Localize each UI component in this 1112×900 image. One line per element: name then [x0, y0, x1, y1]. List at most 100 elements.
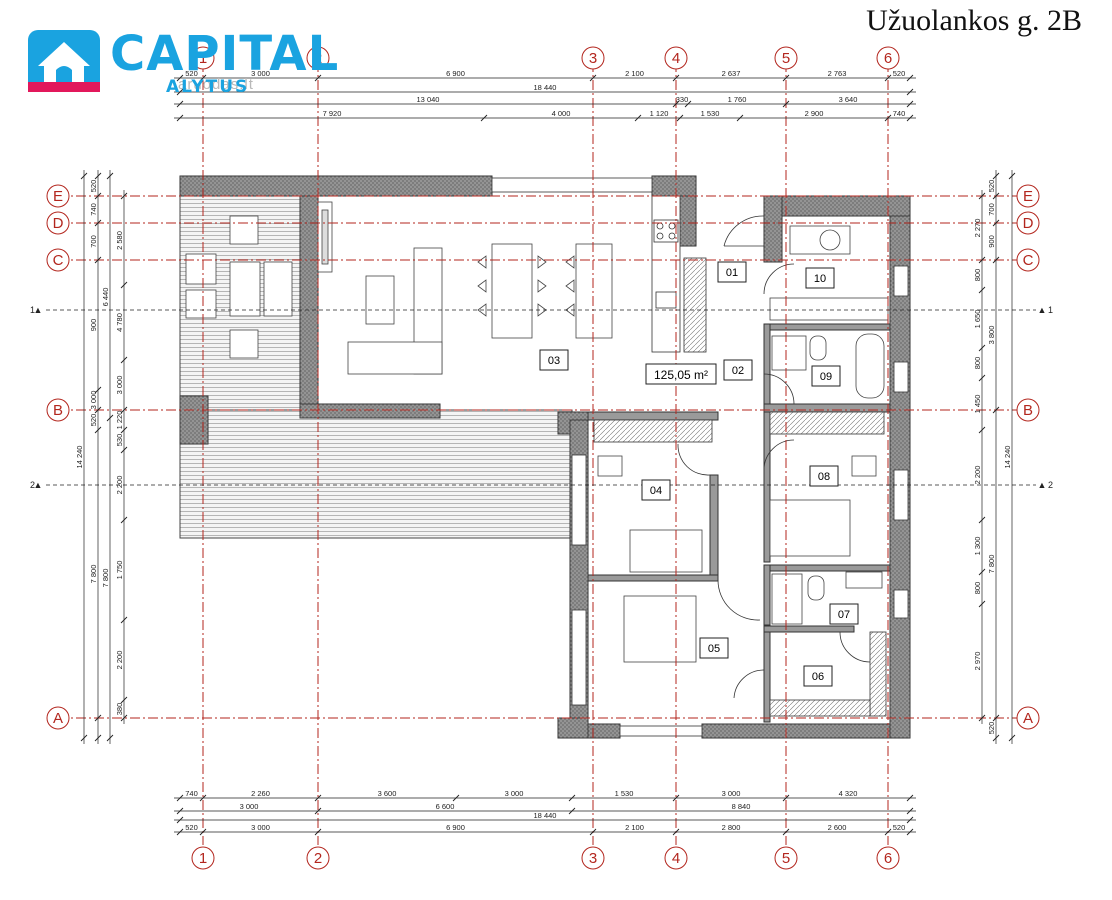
- row-axis-label: B: [53, 402, 63, 419]
- dim-left-outer-tick: [80, 172, 88, 180]
- svg-text:03: 03: [548, 355, 560, 367]
- dim-right-a-label: 900: [987, 235, 996, 248]
- row-axis-marker: [1016, 398, 1040, 422]
- column-axis-label: 4: [672, 850, 680, 867]
- dim-bottom1-tick: [314, 794, 322, 802]
- dim-top3-tick: [684, 100, 692, 108]
- row-axis-marker: [1016, 248, 1040, 272]
- row-axis-label: C: [1023, 252, 1034, 269]
- dim-left-c-label: 2 200: [115, 651, 124, 670]
- watermark: aruodas.lt: [178, 76, 254, 93]
- dim-top3-tick: [906, 100, 914, 108]
- dim-left-outer-label: 14 240: [75, 446, 84, 469]
- column-axis-label: 3: [589, 50, 597, 67]
- dim-right-a-label: 3 800: [987, 326, 996, 345]
- dim-top1-tick: [884, 74, 892, 82]
- column-axis-label: 5: [782, 850, 790, 867]
- dim-left-a-label: 740: [89, 203, 98, 216]
- dim-left-a-label: 700: [89, 235, 98, 248]
- dim-right-b-tick: [978, 568, 986, 576]
- column-axis-marker: [581, 46, 605, 70]
- svg-text:09: 09: [820, 371, 832, 383]
- dim-left-b-tick: [106, 172, 114, 180]
- dim-bottom1-tick: [906, 794, 914, 802]
- dim-left-c-label: 1 220: [115, 411, 124, 430]
- dim-bottom1-tick: [568, 794, 576, 802]
- column-axis-marker: [774, 46, 798, 70]
- dim-left-b-label: 7 800: [101, 569, 110, 588]
- section-label: 1: [30, 305, 35, 315]
- svg-text:10: 10: [814, 273, 826, 285]
- section-mark: ▲: [1038, 305, 1047, 315]
- row-axis-label: D: [53, 215, 64, 232]
- dim-left-a-tick: [94, 426, 102, 434]
- column-axis-label: 6: [884, 50, 892, 67]
- dim-bottom1-label: 3 600: [378, 789, 397, 798]
- row-axis-label: E: [1023, 188, 1033, 205]
- dim-left-a-tick: [94, 256, 102, 264]
- dim-right-outer-tick: [1008, 734, 1016, 742]
- dim-top1-tick: [589, 74, 597, 82]
- dim-bottom4-label: 3 000: [251, 823, 270, 832]
- dim-bottom1-label: 740: [185, 789, 198, 798]
- dim-left-c-tick: [120, 192, 128, 200]
- dim-left-c-tick: [120, 714, 128, 722]
- dim-top1-tick: [176, 74, 184, 82]
- dim-left-a-label: 900: [89, 319, 98, 332]
- dim-top1-label: 520: [185, 69, 198, 78]
- row-axis-marker: [1016, 211, 1040, 235]
- column-axis-marker: [876, 846, 900, 870]
- dim-bottom1-label: 3 000: [722, 789, 741, 798]
- dim-bottom2-label: 6 600: [436, 802, 455, 811]
- row-axis-label: A: [1023, 710, 1033, 727]
- dim-left-c-label: 530: [115, 434, 124, 447]
- dim-right-a-tick: [992, 172, 1000, 180]
- dim-left-c-label: 1 750: [115, 561, 124, 580]
- dim-left-b-label: 6 440: [101, 288, 110, 307]
- dim-left-c-tick: [120, 406, 128, 414]
- dim-bottom3-tick: [176, 816, 184, 824]
- dim-bottom4-tick: [884, 828, 892, 836]
- row-axis-marker: [46, 184, 70, 208]
- address-title: Užuolankos g. 2B: [866, 4, 1082, 37]
- dim-left-c-tick: [120, 696, 128, 704]
- house-logo-icon: [28, 30, 100, 92]
- dim-top1-tick: [314, 74, 322, 82]
- dim-right-b-tick: [978, 286, 986, 294]
- closets: [593, 257, 887, 717]
- dim-right-b-tick: [978, 426, 986, 434]
- dim-bottom2-tick: [314, 807, 322, 815]
- row-axis-marker: [1016, 706, 1040, 730]
- dim-bottom1-label: 4 320: [839, 789, 858, 798]
- column-axis-label: 3: [589, 850, 597, 867]
- interior-walls: [587, 323, 891, 723]
- dim-bottom1-label: 1 530: [615, 789, 634, 798]
- dim-right-b-label: 2 970: [973, 652, 982, 671]
- room-tag-04: 04: [641, 479, 671, 501]
- column-axis-marker: [876, 46, 900, 70]
- dim-bottom1-tick: [452, 794, 460, 802]
- bedroom-furniture: [597, 455, 877, 663]
- dim-right-b-label: 800: [973, 269, 982, 282]
- room-tag-07: 07: [829, 603, 859, 625]
- dim-bottom2-tick: [906, 807, 914, 815]
- room-tags: 01 02 03 04 05 06 07 08 09 10 125,05 m²: [539, 261, 859, 687]
- dim-left-c-tick: [120, 356, 128, 364]
- dim-right-a-tick: [992, 714, 1000, 722]
- column-axis-marker: [664, 846, 688, 870]
- dim-top3-label: 1 760: [728, 95, 747, 104]
- living-furniture: [317, 201, 613, 375]
- dim-left-c-label: 380: [115, 703, 124, 716]
- dim-top4-label: 4 000: [552, 109, 571, 118]
- dim-top1-label: 2 100: [625, 69, 644, 78]
- dim-bottom4-label: 2 600: [828, 823, 847, 832]
- dim-bottom4-tick: [589, 828, 597, 836]
- dim-bottom3-tick: [906, 816, 914, 824]
- column-axis-label: 2: [314, 850, 322, 867]
- section-label: 2: [30, 480, 35, 490]
- dim-left-c-label: 3 000: [115, 376, 124, 395]
- dim-right-b-tick: [978, 344, 986, 352]
- dim-left-c-label: 2 580: [115, 231, 124, 250]
- dim-right-b-tick: [978, 714, 986, 722]
- dim-left-b-tick: [106, 734, 114, 742]
